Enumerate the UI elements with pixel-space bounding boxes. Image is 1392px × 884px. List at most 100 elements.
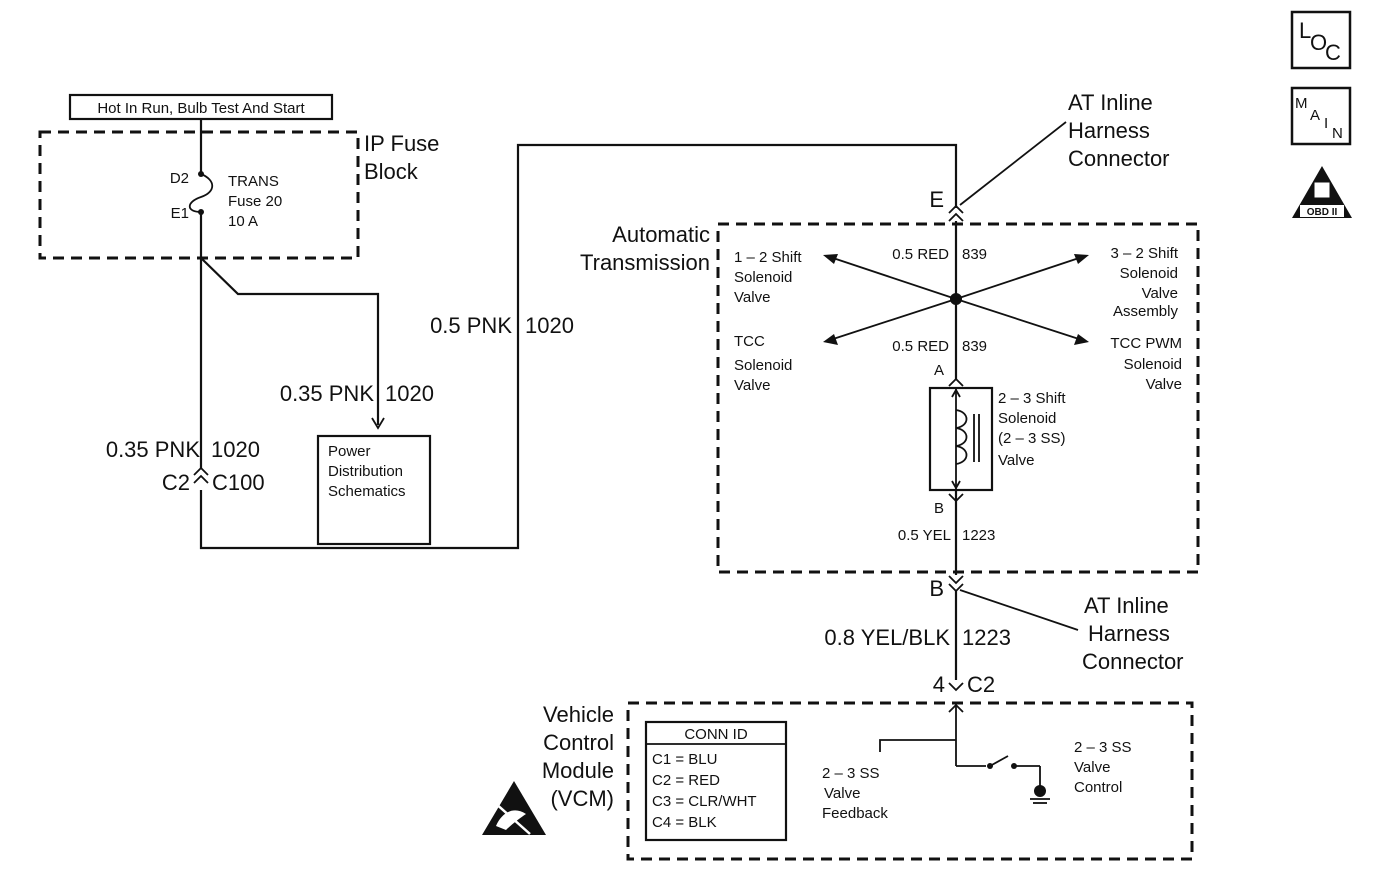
power-distribution-line2: Distribution: [328, 463, 403, 480]
harness-top-leader: [959, 121, 1067, 206]
arrow-to-12-shift: [823, 254, 838, 264]
vcm-name-line2: Control: [543, 730, 614, 755]
wire-label-yel-blk: 0.8 YEL/BLK: [824, 625, 950, 650]
solenoid-32-line1: 3 – 2 Shift: [1110, 245, 1178, 262]
main-letter-a: A: [1310, 107, 1320, 124]
solenoid-pwm-line1: TCC PWM: [1110, 335, 1182, 352]
solenoid-12-line3: Valve: [734, 289, 770, 306]
esd-warning-icon: [482, 781, 546, 835]
harness-bottom-line3: Connector: [1082, 649, 1184, 674]
arrow-to-tcc: [823, 334, 838, 345]
conn-id-row-c3: C3 = CLR/WHT: [652, 793, 757, 810]
fuse-name-line3: 10 A: [228, 213, 258, 230]
pnk-wires: 0.35 PNK 1020 C2 C100 0.35 PNK 1020 0.5 …: [106, 143, 958, 550]
solenoid-32-line2: Solenoid: [1120, 265, 1178, 282]
wire-circuit-pnk-main: 1020: [525, 313, 574, 338]
vehicle-control-module: Vehicle Control Module (VCM) CONN ID C1 …: [482, 701, 1194, 861]
harness-connector-top: E AT Inline Harness Connector: [929, 90, 1170, 222]
fuse-block-name-line2: Block: [364, 159, 419, 184]
connector-c100-label: C100: [212, 470, 265, 495]
wire-circuit-pnk-branch: 1020: [385, 381, 434, 406]
pin-b-outer-label: B: [929, 576, 944, 601]
vcm-feedback-line3: Feedback: [822, 805, 888, 822]
wire-label-red-lower: 0.5 RED: [892, 338, 949, 355]
vcm-control-line1: 2 – 3 SS: [1074, 739, 1132, 756]
wire-circuit-red-lower: 839: [962, 338, 987, 355]
wire-label-pnk-branch: 0.35 PNK: [280, 381, 374, 406]
ground-icon: [1034, 785, 1046, 797]
main-letter-i: I: [1324, 115, 1328, 132]
pin-e1-label: E1: [171, 205, 189, 222]
wire-circuit-red-upper: 839: [962, 246, 987, 263]
wire-circuit-yel: 1223: [962, 527, 995, 544]
c2-connector-symbol: [193, 466, 209, 476]
solenoid-pwm-line3: Valve: [1146, 376, 1182, 393]
transmission-outline: [716, 222, 1200, 574]
conn-id-title: CONN ID: [684, 726, 748, 743]
harness-bottom-line2: Harness: [1088, 621, 1170, 646]
main-letter-m: M: [1295, 95, 1308, 112]
harness-bottom-leader: [959, 589, 1079, 631]
solenoid-23-line4: Valve: [998, 452, 1034, 469]
main-button[interactable]: M A I N: [1290, 86, 1352, 146]
vcm-name-line1: Vehicle: [543, 702, 614, 727]
vcm-name-line4: (VCM): [550, 786, 614, 811]
solenoid-23-line3: (2 – 3 SS): [998, 430, 1066, 447]
connector-c2-label: C2: [162, 470, 190, 495]
vcm-control-line2: Valve: [1074, 759, 1110, 776]
power-distribution-line3: Schematics: [328, 483, 406, 500]
conn-id-row-c1: C1 = BLU: [652, 751, 717, 768]
solenoid-32-line4: Assembly: [1113, 303, 1179, 320]
fuse-block-name-line1: IP Fuse: [364, 131, 439, 156]
wire-label-pnk-left: 0.35 PNK: [106, 437, 200, 462]
solenoid-12-line2: Solenoid: [734, 269, 792, 286]
pin-b-inner-label: B: [934, 500, 944, 517]
harness-top-line3: Connector: [1068, 146, 1170, 171]
harness-connector-bottom: B AT Inline Harness Connector 0.8 YEL/BL…: [824, 575, 1184, 697]
solenoid-tcc-line1: TCC: [734, 333, 765, 350]
wire-label-yel: 0.5 YEL: [898, 527, 951, 544]
vcm-feedback-line1: 2 – 3 SS: [822, 765, 880, 782]
solenoid-coil-symbol: [955, 409, 968, 465]
fuse-name-line2: Fuse 20: [228, 193, 282, 210]
wire-circuit-yel-blk: 1223: [962, 625, 1011, 650]
wire-label-red-upper: 0.5 RED: [892, 246, 949, 263]
ip-fuse-block: Hot In Run, Bulb Test And Start IP Fuse …: [38, 93, 439, 260]
arrow-to-tcc-pwm: [1074, 334, 1089, 345]
solenoid-tcc-line2: Solenoid: [734, 357, 792, 374]
vcm-name-line3: Module: [542, 758, 614, 783]
main-letter-n: N: [1332, 125, 1343, 142]
vcm-feedback-line2: Valve: [824, 785, 860, 802]
fuse-name-line1: TRANS: [228, 173, 279, 190]
pin-d2-label: D2: [170, 170, 189, 187]
loc-button[interactable]: L O C: [1290, 10, 1352, 70]
arrow-to-32-shift: [1074, 254, 1089, 264]
solenoid-23-line1: 2 – 3 Shift: [998, 390, 1066, 407]
wire-circuit-pnk-left: 1020: [211, 437, 260, 462]
conn-id-row-c4: C4 = BLK: [652, 814, 717, 831]
solenoid-pwm-line2: Solenoid: [1124, 356, 1182, 373]
vcm-connector-c2-label: C2: [967, 672, 995, 697]
pin-e-label: E: [929, 187, 944, 212]
power-distribution-line1: Power: [328, 443, 371, 460]
pin-a-label: A: [934, 362, 944, 379]
solenoid-23-box: [928, 386, 994, 492]
solenoid-23-line2: Solenoid: [998, 410, 1056, 427]
driver-switch: [989, 755, 1009, 767]
obd-label: OBD II: [1307, 207, 1338, 218]
pin-4-label: 4: [933, 672, 945, 697]
solenoid-12-line1: 1 – 2 Shift: [734, 249, 802, 266]
transmission-label-line2: Transmission: [580, 250, 710, 275]
fuse-block-outline: [38, 130, 360, 260]
obd-ii-button[interactable]: OBD II: [1292, 166, 1352, 218]
power-distribution-box: Power Distribution Schematics: [316, 434, 432, 546]
loc-letter-c: C: [1325, 40, 1341, 65]
vcm-control-line3: Control: [1074, 779, 1122, 796]
loc-letter-l: L: [1299, 18, 1311, 43]
transmission-label-line1: Automatic: [612, 222, 710, 247]
harness-top-line1: AT Inline: [1068, 90, 1153, 115]
loc-letter-o: O: [1310, 30, 1327, 55]
conn-id-table: CONN ID C1 = BLU C2 = RED C3 = CLR/WHT C…: [644, 720, 788, 842]
harness-bottom-line1: AT Inline: [1084, 593, 1169, 618]
